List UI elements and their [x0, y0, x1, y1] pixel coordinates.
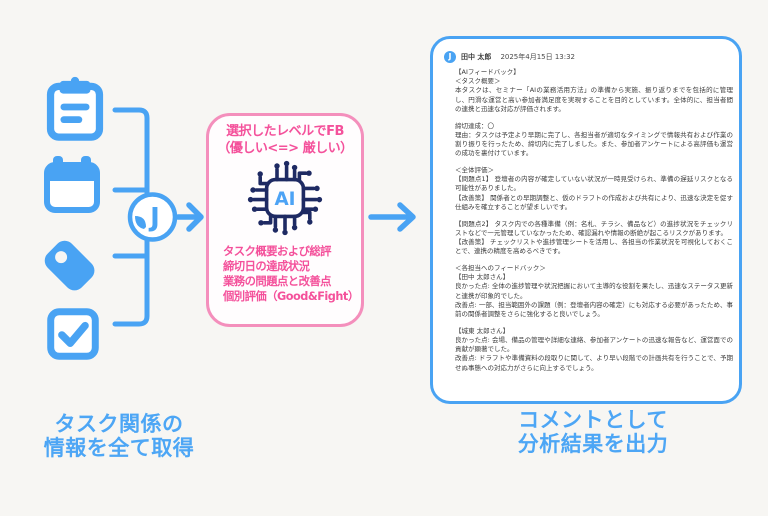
- hub-logo-icon: J: [127, 192, 178, 242]
- ai-box-title: 選択したレベルでFB （優しい<=> 厳しい）: [217, 124, 353, 156]
- calendar-icon: [44, 156, 100, 218]
- arrow-right-icon: [175, 202, 204, 232]
- ai-chip-icon: AI: [245, 158, 325, 242]
- ai-output-item: タスク概要および総評: [223, 245, 331, 259]
- comment-output-document: J 田中 太郎 2025年4月15日 13:32 【AIフィードバック】 ＜タス…: [430, 36, 742, 404]
- ai-feedback-box: 選択したレベルでFB （優しい<=> 厳しい） AI: [206, 113, 364, 327]
- comment-paragraph: 【問題点2】 タスク内での各種準備（例：名札、チラシ、備品など）の進捗状況をチェ…: [455, 219, 733, 256]
- comment-body: 【AIフィードバック】 ＜タスク概要＞ 本タスクは、セミナー「AIの業務活用方法…: [455, 68, 733, 373]
- tag-icon: [41, 237, 101, 301]
- comment-paragraph: 【AIフィードバック】 ＜タスク概要＞ 本タスクは、セミナー「AIの業務活用方法…: [455, 68, 733, 113]
- comment-paragraph: 締切達成：〇 理由：タスクは予定より早期に完了し、各担当者が適切なタイミングで情…: [455, 121, 733, 158]
- ai-output-list: タスク概要および総評 締切日の達成状況 業務の問題点と改善点 個別評価（Good…: [217, 244, 359, 304]
- input-connector: J: [112, 107, 204, 327]
- comment-paragraph: ＜各担当へのフィードバック＞ 【田中 太郎さん】 良かった点: 全体の進捗管理や…: [455, 263, 733, 319]
- comment-paragraph: 【城東 太郎さん】 良かった点: 会場、備品の管理や詳細な連絡、参加者アンケート…: [455, 326, 733, 372]
- arrow-right-icon: [368, 202, 416, 232]
- comment-header: J 田中 太郎 2025年4月15日 13:32: [444, 51, 727, 63]
- ai-output-item: 業務の問題点と改善点: [223, 275, 331, 289]
- ai-output-item: 締切日の達成状況: [223, 260, 310, 274]
- hub-logo-glyph: J: [148, 203, 160, 233]
- avatar: J: [444, 51, 456, 63]
- output-caption: コメントとして 分析結果を出力: [517, 408, 669, 457]
- comment-paragraph: ＜全体評価＞ 【問題点1】 登壇者の内容が確定していない状況が一時見受けられ、準…: [455, 165, 733, 211]
- ai-output-item: 個別評価（Good&Fight）: [223, 290, 359, 304]
- clipboard-icon: [46, 75, 104, 147]
- comment-timestamp: 2025年4月15日 13:32: [500, 53, 576, 61]
- ai-chip-label: AI: [274, 189, 295, 210]
- comment-author: 田中 太郎: [461, 53, 492, 61]
- input-caption: タスク関係の 情報を全て取得: [43, 412, 195, 461]
- checkbox-icon: [47, 308, 99, 364]
